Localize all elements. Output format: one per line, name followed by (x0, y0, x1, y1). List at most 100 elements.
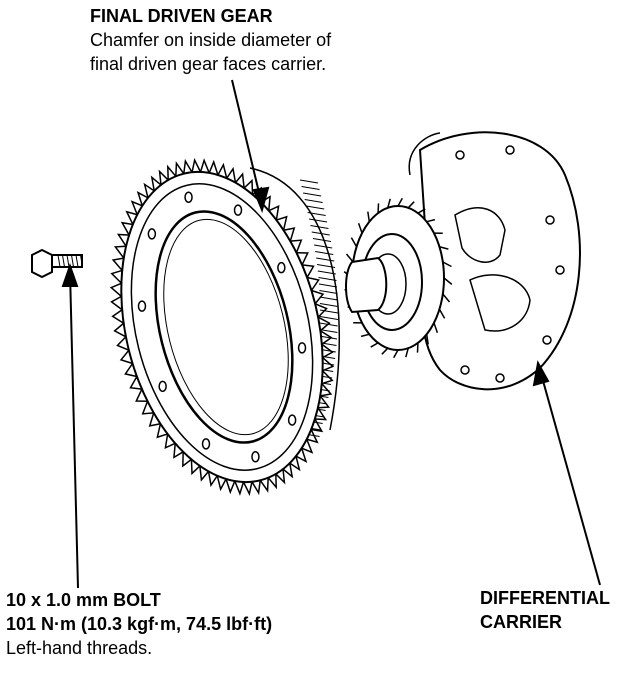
gear-tooth (216, 475, 227, 492)
carrier-leader-arrowhead (532, 360, 550, 387)
gear-tooth-face (299, 179, 319, 184)
carrier-ring-tooth (350, 237, 358, 248)
gear-bolt-hole (233, 204, 243, 216)
gear-tooth (130, 200, 143, 216)
gear-tooth-face (310, 225, 329, 229)
gear-tooth (110, 269, 123, 284)
gear-tooth-face (303, 192, 322, 197)
gear-tooth (156, 423, 168, 439)
carrier-ring-tooth (407, 201, 415, 209)
bolt-leader-arrowhead (61, 262, 79, 287)
gear-tooth (275, 468, 286, 485)
bolt-thread-note: Left-hand threads. (6, 638, 153, 658)
gear-tooth (276, 215, 288, 231)
carrier-ring-tooth (439, 246, 449, 250)
gear-tooth (289, 455, 301, 472)
gear-tooth-face (319, 329, 338, 333)
gear-tooth (234, 480, 245, 496)
carrier-ring-teeth (343, 197, 453, 359)
carrier-ring-tooth (345, 253, 354, 263)
carrier-flange (418, 131, 581, 391)
gear-tooth-face (319, 316, 339, 320)
gear-tooth-face (319, 322, 338, 327)
gear-tooth-face (318, 277, 337, 281)
differential-carrier-line-2: CARRIER (480, 612, 563, 632)
gear-tooth (120, 221, 133, 236)
carrier-ring-tooth (417, 208, 426, 214)
gear-bolt-hole (184, 191, 193, 204)
gear-tooth (164, 433, 176, 450)
gear-tooth (208, 159, 219, 176)
carrier-ring-tooth (405, 347, 409, 358)
gear-tooth-face (301, 186, 320, 190)
gear-tooth-face (306, 205, 325, 210)
carrier-ring-tooth (442, 293, 451, 303)
gear-tooth-face (304, 199, 323, 203)
gear-tooth (282, 462, 294, 479)
bolt-thread (75, 254, 79, 268)
gear-tooth (191, 157, 202, 173)
gear-tooth (317, 316, 331, 332)
gear-tooth-face (319, 303, 339, 307)
gear-tooth (321, 370, 334, 385)
gear-tooth (173, 443, 184, 459)
gear-tooth (301, 264, 315, 278)
gear-tooth (301, 438, 314, 454)
bolt-thread (57, 254, 61, 268)
gear-tooth (317, 395, 331, 409)
gear-tooth (109, 282, 122, 297)
gear-tooth (141, 400, 154, 415)
carrier-ring-tooth (425, 334, 429, 345)
carrier-ring-tooth (426, 218, 436, 223)
gear-tooth (111, 309, 125, 324)
final-driven-gear-title: FINAL DRIVEN GEAR (90, 6, 273, 26)
final-driven-gear-note-line-2: final driven gear faces carrier. (90, 54, 327, 74)
gear-tooth (217, 162, 228, 179)
gear-bolt-hole (201, 438, 211, 450)
carrier-bolt-hole (505, 145, 515, 155)
gear-tooth-face (312, 238, 332, 242)
gear-tooth (290, 239, 303, 254)
carrier-ring-tooth (387, 198, 391, 209)
gear-tooth (199, 465, 210, 482)
gear-leader-line (231, 79, 263, 206)
gear-tooth-face (315, 251, 334, 255)
carrier-ring-tooth (367, 211, 371, 222)
bolt-leader-line (69, 271, 79, 589)
final-driven-gear (109, 157, 341, 497)
gear-tooth (259, 477, 269, 493)
gear-tooth (183, 158, 193, 174)
carrier-ring-tooth (438, 308, 446, 319)
gear-bolt-hole (287, 414, 297, 426)
gear-tooth-face (318, 283, 338, 288)
gear-tooth (148, 412, 161, 427)
gear-bolt-holes (137, 191, 307, 463)
gear-tooth (119, 349, 133, 365)
leader-lines (61, 79, 601, 589)
gear-tooth (322, 357, 335, 372)
gear-bolt-hole (147, 228, 157, 240)
gear-tooth (207, 471, 218, 488)
carrier-bolt-holes (455, 145, 565, 383)
gear-tooth (311, 289, 325, 305)
bolt-label: 10 x 1.0 mm BOLT 101 N·m (10.3 kgf·m, 74… (6, 588, 272, 660)
carrier-bolt-hole (542, 335, 552, 345)
gear-tooth (166, 164, 177, 181)
carrier-bolt-hole (455, 150, 465, 160)
carrier-bolt-hole (555, 265, 565, 275)
gear-tooth (125, 210, 138, 225)
final-driven-gear-note-line-1: Chamfer on inside diameter of (90, 30, 332, 50)
gear-width-edge (249, 167, 341, 431)
carrier-flange-edge (408, 132, 441, 176)
gear-tooth (267, 473, 278, 490)
gear-tooth-face (319, 309, 339, 314)
gear-tooth (314, 303, 328, 318)
gear-tooth-face (308, 218, 328, 223)
gear-bore-chamfer (163, 218, 289, 436)
gear-inner-bore (154, 210, 294, 444)
gear-tooth (190, 459, 201, 476)
gear-tooth (234, 172, 245, 189)
gear-tooth (116, 336, 130, 351)
gear-tooth (283, 227, 296, 242)
